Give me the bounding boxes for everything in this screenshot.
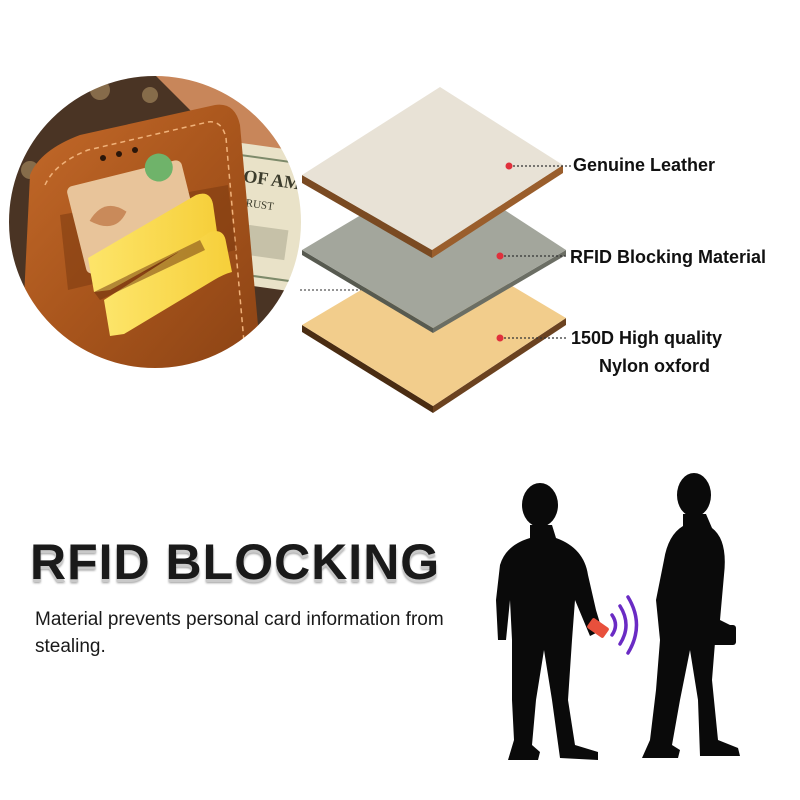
label-nylon-line1: 150D High quality: [571, 328, 723, 348]
phone-in-hand: [587, 618, 609, 638]
label-genuine-leather: Genuine Leather: [573, 155, 716, 175]
dot-marker: [496, 334, 504, 342]
dot-marker: [505, 162, 513, 170]
wallet-photo: OF AME RUST: [8, 75, 302, 369]
layer-leather: [302, 87, 563, 258]
label-connectors: [496, 162, 572, 342]
rfid-signal-icon: [610, 595, 639, 655]
dot-marker: [496, 252, 504, 260]
silhouette-person-front: [496, 483, 602, 760]
headline: RFID BLOCKING: [30, 534, 441, 590]
label-nylon-line2: Nylon oxford: [599, 356, 710, 376]
svg-text:RUST: RUST: [245, 197, 275, 213]
card-slot-upper: [88, 193, 217, 292]
label-rfid-blocking-material: RFID Blocking Material: [570, 247, 767, 267]
description: Material prevents personal card informat…: [35, 609, 444, 657]
card-slot-lower: [104, 231, 232, 336]
silhouette-person-back: [642, 473, 740, 758]
